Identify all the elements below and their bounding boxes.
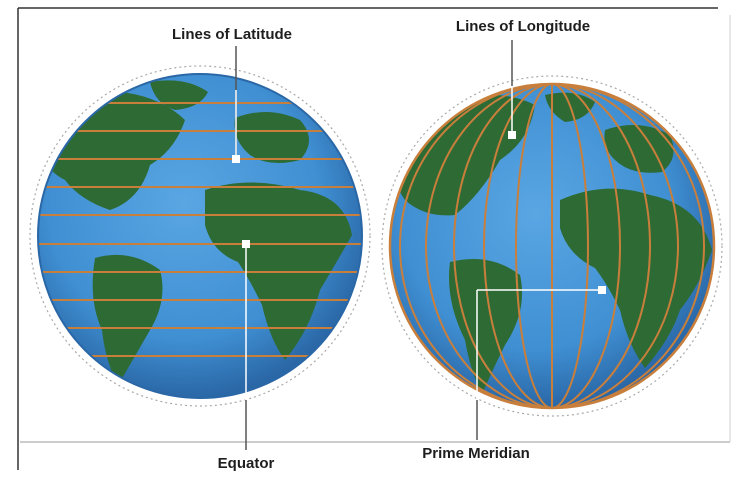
label-prime-meridian: Prime Meridian (422, 445, 530, 462)
longitude-line (399, 84, 705, 408)
globe-left-outline (37, 73, 363, 399)
land-south-america (92, 254, 163, 385)
globe-right-dotted-ring (381, 75, 723, 417)
longitude-lines (399, 84, 705, 408)
callout-equator-marker (242, 240, 250, 248)
callout-prime-meridian (476, 289, 602, 440)
callout-prime-meridian-marker (598, 286, 606, 294)
longitude-line (483, 84, 621, 408)
label-equator: Equator (217, 455, 275, 472)
callout-longitude-marker (508, 131, 516, 139)
globe-longitude-icon (381, 75, 723, 417)
globe-latitude-icon (29, 65, 371, 407)
land-europe (604, 125, 674, 173)
globe-left-dotted-ring (29, 65, 371, 407)
label-lines-of-longitude: Lines of Longitude (455, 18, 591, 35)
longitude-line (515, 84, 589, 408)
longitude-line (425, 84, 679, 408)
longitude-line (453, 84, 651, 408)
land-africa (560, 188, 712, 368)
land-europe (234, 111, 309, 164)
label-lines-of-latitude: Lines of Latitude (172, 26, 292, 43)
globe-right-outline (388, 82, 716, 410)
land-south-america (449, 258, 523, 395)
callout-latitude-marker (232, 155, 240, 163)
